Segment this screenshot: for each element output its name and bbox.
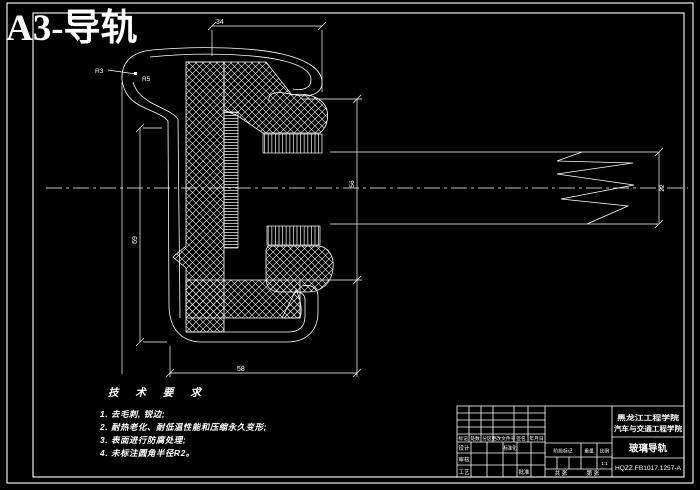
tb-school-line1: 黑龙江工程学院 <box>617 413 679 422</box>
tb-sheet-no: 第 张 <box>587 469 600 477</box>
flock-pads <box>223 111 323 249</box>
tb-label-weight: 重量 <box>584 448 594 455</box>
title-block-grid <box>456 405 685 478</box>
tb-scale-value: 1:1 <box>601 461 608 467</box>
dimension-top-width: 34 <box>207 19 327 92</box>
drawing-frame <box>6 2 694 484</box>
tb-label-signature: 签名 <box>516 435 526 442</box>
rubber-core-hatched <box>172 61 334 333</box>
tb-label-review: 审核 <box>458 456 470 464</box>
casing-left-inner <box>132 81 181 319</box>
tech-req-item-3: 3. 表面进行防腐处理; <box>100 435 186 445</box>
inner-border <box>32 12 685 478</box>
tb-label-change-file: 更改文件号 <box>492 435 516 442</box>
dim-label-channel: 56 <box>349 180 356 188</box>
casing-outline <box>121 47 323 343</box>
tech-req-item-1: 1. 去毛刺, 锐边; <box>100 409 165 419</box>
tech-req-item-2: 2. 耐热老化、耐低温性能和压缩永久变形; <box>99 422 267 432</box>
dim-label-left: 69 <box>132 236 139 244</box>
tb-label-scale: 比例 <box>600 448 610 455</box>
dim-label-bottom: 58 <box>237 366 245 373</box>
tb-school-line2: 汽车与交通工程学院 <box>614 424 682 433</box>
leader-line <box>107 69 137 75</box>
dimension-left-height: 69 <box>121 82 167 374</box>
break-line-zigzag <box>556 151 635 225</box>
point-marker <box>134 72 137 75</box>
dim-ticks <box>654 147 664 229</box>
dimensions: 34 58 69 56 22 R3 <box>95 19 666 378</box>
casing-top-hook-outer <box>121 47 323 102</box>
glass-pane <box>330 151 658 225</box>
tb-sheet-total: 共 张 <box>555 469 568 477</box>
tech-req-heading: 技 术 要 求 <box>108 386 208 399</box>
tb-part-name: 玻璃导轨 <box>629 443 668 455</box>
flock-strip-left <box>223 111 239 249</box>
outer-border <box>6 2 694 484</box>
casing-top-hook-inner <box>149 53 312 90</box>
radius-callouts: R3 R5 <box>95 68 151 83</box>
tb-label-approve: 批准 <box>518 468 530 476</box>
tb-label-zone: 分区 <box>482 435 492 442</box>
tb-drawing-number: HQZZ.FB1017.1257-A <box>615 465 682 472</box>
tb-label-date: 年月日 <box>529 435 543 442</box>
radius-label-r5: R5 <box>142 76 151 83</box>
title-block: 标记 处数 分区 更改文件号 签名 年月日 设计 标准化 审核 工艺 批准 阶段… <box>456 405 685 478</box>
flock-pad-bottom <box>266 225 321 246</box>
dim-ticks <box>207 21 327 31</box>
dim-label-top: 34 <box>216 19 224 26</box>
casing-bottom-inner <box>186 291 306 333</box>
tb-label-standardization: 标准化 <box>504 444 517 452</box>
dim-ticks <box>352 94 362 285</box>
technical-requirements: 技 术 要 求 1. 去毛刺, 锐边; 2. 耐热老化、耐低温性能和压缩永久变形… <box>99 386 267 458</box>
dimension-glass-height: 22 <box>654 147 666 229</box>
dimension-channel-height: 56 <box>302 94 362 377</box>
tb-label-count: 处数 <box>470 435 480 442</box>
dim-ticks <box>135 123 145 347</box>
title-block-text: 标记 处数 分区 更改文件号 签名 年月日 设计 标准化 审核 工艺 批准 阶段… <box>458 413 682 477</box>
drawing-title: A3-导轨 <box>6 7 138 49</box>
core-bottom-right-lobe <box>265 245 334 293</box>
guide-rail-section-view <box>46 47 688 343</box>
tech-req-item-4: 4. 未标注圆角半径R2。 <box>99 448 195 458</box>
tb-label-design: 设计 <box>458 444 470 452</box>
tb-label-stage-mark: 阶段标记 <box>553 448 572 455</box>
tb-label-process: 工艺 <box>458 469 470 476</box>
core-top-arm <box>186 61 328 134</box>
flock-pad-top <box>262 133 323 154</box>
core-lobe-joint <box>281 289 302 319</box>
casing-left-bottom-outer <box>121 79 319 343</box>
radius-label-r3: R3 <box>95 68 104 75</box>
dim-label-glass: 22 <box>659 184 666 192</box>
tb-label-mark: 标记 <box>458 435 468 442</box>
